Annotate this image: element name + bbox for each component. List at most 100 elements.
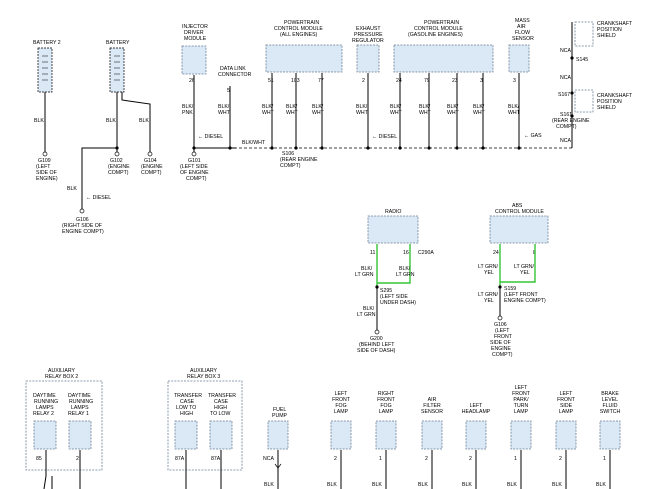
transfer-case-low-to-high-relay bbox=[174, 420, 198, 450]
pin-label: 2 bbox=[334, 456, 337, 462]
diesel-label: ← DIESEL bbox=[372, 134, 397, 140]
abs-control-module bbox=[489, 215, 549, 244]
nca-label: NCA bbox=[560, 48, 571, 54]
pin-label: 2 bbox=[76, 456, 79, 462]
wire-label: BLK/ WHT bbox=[447, 104, 460, 116]
tc-low-label: TRANSFER CASE LOW TO HIGH bbox=[174, 393, 203, 417]
wire-label: BLK/ LT GRN bbox=[355, 266, 374, 278]
g200-label: G200 (BEHIND LEFT SIDE OF DASH) bbox=[357, 336, 396, 354]
wire-label: BLK bbox=[507, 482, 517, 488]
wire-label: BLK/ WHT bbox=[419, 104, 432, 116]
pin-label: 2 bbox=[362, 78, 365, 84]
wire-label: BLK/ LT GRN bbox=[396, 266, 415, 278]
drl1-label: DAYTIME RUNNING LAMPS RELAY 1 bbox=[68, 393, 95, 417]
component-left-front-side-lamp bbox=[555, 420, 577, 450]
wire-label: LT GRN/ YEL bbox=[478, 264, 499, 276]
wire-label: BLK/ WHT bbox=[508, 104, 521, 116]
wire-label: BLK bbox=[34, 118, 44, 124]
pin-label: 24 bbox=[493, 250, 499, 256]
pin-label: 3 bbox=[513, 78, 516, 84]
wire-label: LT GRN/ YEL bbox=[514, 264, 535, 276]
wire-label: BLK bbox=[596, 482, 606, 488]
drl-relay-1 bbox=[68, 420, 92, 450]
g104-label: G104 (ENGINE COMPT) bbox=[141, 158, 164, 176]
fuel-pump-label: FUEL PUMP bbox=[272, 407, 288, 419]
wire-label: BLK/ WHT bbox=[286, 104, 299, 116]
pin-label: 1 bbox=[379, 456, 382, 462]
wire-label: BLK/ WHT bbox=[473, 104, 486, 116]
s161-label: S161 (REAR ENGINE COMPT) bbox=[552, 112, 591, 130]
pcm-gasoline-engines bbox=[393, 44, 494, 73]
crank-shield-2-label: CRANKSHAFT POSITION SHIELD bbox=[597, 93, 634, 111]
connector-label: C290A bbox=[418, 250, 434, 256]
wire-label: BLK bbox=[372, 482, 382, 488]
wire-label: BLK bbox=[418, 482, 428, 488]
battery2-label: BATTERY 2 bbox=[33, 40, 61, 46]
gas-label: ← GAS bbox=[524, 133, 542, 139]
diesel-label: ← DIESEL bbox=[198, 134, 223, 140]
maf-label: MASS AIR FLOW SENSOR bbox=[512, 18, 534, 42]
wire-label: BLK bbox=[552, 482, 562, 488]
diesel-label: ← DIESEL bbox=[86, 195, 111, 201]
pin-label: 16 bbox=[403, 250, 409, 256]
pin-label: 77 bbox=[318, 78, 324, 84]
wire-label: BLK bbox=[139, 118, 149, 124]
relay-box2-label: AUXILIARY RELAY BOX 2 bbox=[45, 368, 78, 380]
g101-label: G101 (LEFT SIDE OF ENGINE COMPT) bbox=[180, 158, 210, 182]
data-link-label: DATA LINK CONNECTOR bbox=[218, 66, 252, 78]
nca-label: NCA bbox=[560, 75, 571, 81]
wire-label: BLK bbox=[327, 482, 337, 488]
crankshaft-shield-1 bbox=[574, 21, 594, 47]
exhaust-label: EXHAUST PRESSURE REGULATOR bbox=[352, 26, 384, 44]
injector-module-label: INJECTOR DRIVER MODULE bbox=[182, 24, 209, 42]
component-air-filter-sensor bbox=[421, 420, 443, 450]
wire-label: BLK/WHT bbox=[242, 140, 266, 146]
battery-icon bbox=[109, 47, 125, 93]
tc-high-label: TRANSFER CASE HIGH TO LOW bbox=[208, 393, 237, 417]
wire-label: BLK/ WHT bbox=[356, 104, 369, 116]
wire-label: BLK/ WHT bbox=[262, 104, 275, 116]
wire-label: BLK/ LT GRN bbox=[357, 306, 376, 318]
crank-shield-1-label: CRANKSHAFT POSITION SHIELD bbox=[597, 21, 634, 39]
pcm-all-engines bbox=[265, 44, 343, 73]
pcm-gas-label: POWERTRAIN CONTROL MODULE (GASOLINE ENGI… bbox=[408, 20, 464, 38]
g106-right-label: G106 (RIGHT SIDE OF ENGINE COMPT) bbox=[62, 217, 104, 235]
pin-label: 2 bbox=[559, 456, 562, 462]
g102-label: G102 (ENGINE COMPT) bbox=[108, 158, 131, 176]
pin-label: 1 bbox=[514, 456, 517, 462]
pin-label: 26 bbox=[189, 78, 195, 84]
component-right-front-fog-lamp bbox=[375, 420, 397, 450]
g106-left-label: G106 (LEFT FRONT SIDE OF ENGINE COMPT) bbox=[490, 322, 513, 358]
crankshaft-shield-2 bbox=[574, 89, 594, 113]
wire-label: BLK bbox=[106, 118, 116, 124]
mass-air-flow-sensor bbox=[508, 44, 530, 73]
pin-label: 11 bbox=[370, 250, 375, 256]
nca-label: NCA bbox=[560, 138, 571, 144]
pin-label: 2 bbox=[425, 456, 428, 462]
s295-label: S295 (LEFT SIDE UNDER DASH) bbox=[380, 288, 416, 306]
radio-label: RADIO bbox=[385, 209, 401, 215]
battery2-icon bbox=[37, 47, 53, 93]
pin-label: 103 bbox=[291, 78, 300, 84]
wire-label: BLK bbox=[264, 482, 274, 488]
component-left-front-fog-lamp bbox=[330, 420, 352, 450]
s106-label: S106 (REAR ENGINE COMPT) bbox=[280, 151, 319, 169]
component-left-headlamp bbox=[465, 420, 487, 450]
abs-label: ABS CONTROL MODULE bbox=[495, 203, 544, 215]
pin-label: 79 bbox=[424, 78, 430, 84]
wire-label: BLK bbox=[67, 186, 77, 192]
g109-label: G109 (LEFT SIDE OF ENGINE) bbox=[36, 158, 58, 182]
wire-label: BLK/ WHT bbox=[218, 104, 231, 116]
pin-label: 24 bbox=[396, 78, 402, 84]
pin-label: 87A bbox=[175, 456, 185, 462]
component-brake-level-fluid-switch bbox=[599, 420, 621, 450]
transfer-case-high-to-low-relay bbox=[209, 420, 233, 450]
